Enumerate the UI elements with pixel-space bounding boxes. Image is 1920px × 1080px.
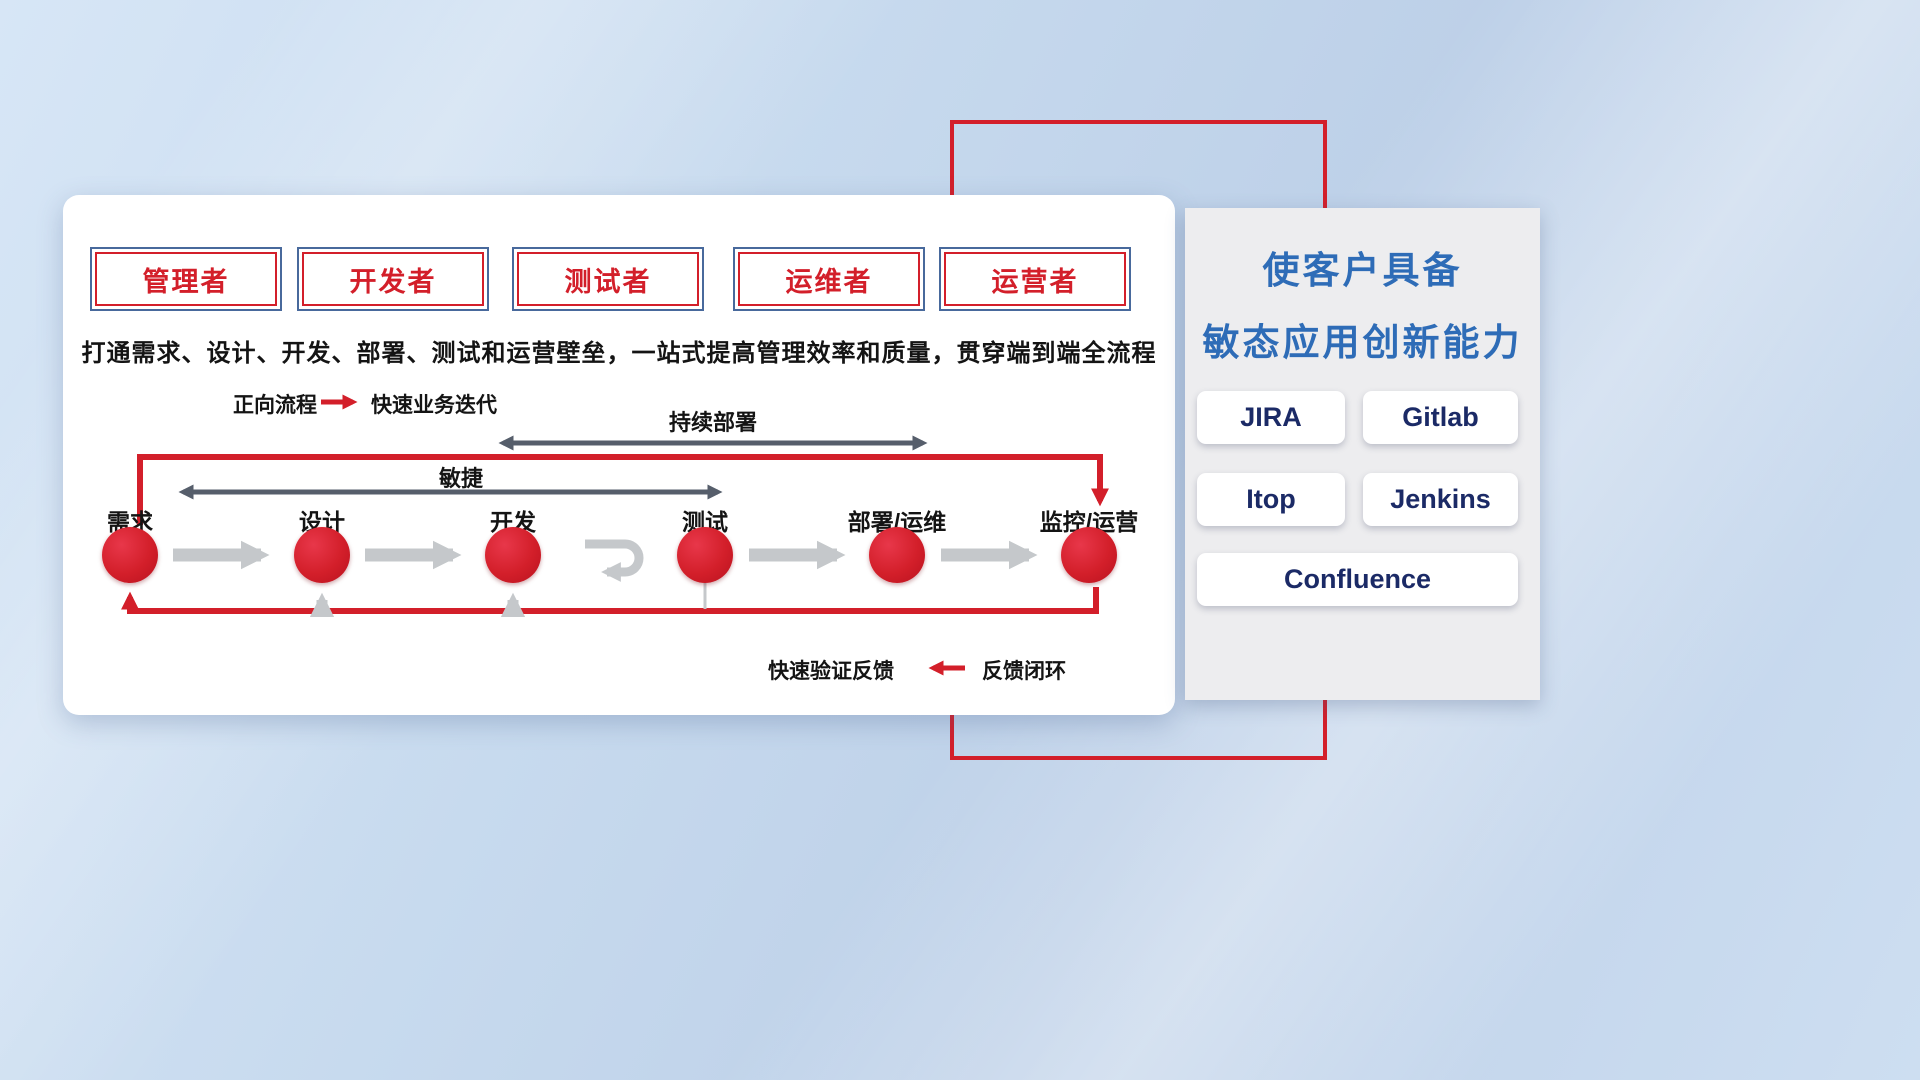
stage-node-design [294,527,350,583]
role-label: 开发者 [349,266,437,297]
tool-badge-jenkins: Jenkins [1363,473,1518,526]
role-label: 运营者 [991,266,1079,297]
role-label: 运维者 [785,266,873,297]
role-box-operator: 运营者 [939,247,1131,311]
role-box-developer: 开发者 [297,247,489,311]
forward-loop-arrow [137,454,1109,525]
tool-badge-gitlab: Gitlab [1363,391,1518,444]
capability-title-line1: 使客户具备 [1262,250,1463,291]
tool-badge-confluence: Confluence [1197,553,1518,606]
tool-badge-itop: Itop [1197,473,1345,526]
stage-node-test [677,527,733,583]
flow-artwork [121,394,1109,676]
legend-forward-label: 正向流程 [233,394,317,417]
role-box-tester: 测试者 [512,247,704,311]
legend-forward-desc: 快速业务迭代 [371,394,497,417]
devops-flow-panel: 管理者 开发者 测试者 运维者 运营者 打通需求、设计、开发、部署、测试和运营壁… [63,195,1175,715]
legend-feedback-label: 快速验证反馈 [768,660,894,683]
role-box-manager: 管理者 [90,247,282,311]
stage-node-requirements [102,527,158,583]
role-label: 管理者 [142,266,230,297]
panel-subtitle: 打通需求、设计、开发、部署、测试和运营壁垒，一站式提高管理效率和质量，贯穿端到端… [81,340,1157,367]
legend-feedback-desc: 反馈闭环 [982,660,1066,683]
stage-node-develop [485,527,541,583]
stage-node-deploy-ops [869,527,925,583]
role-label: 测试者 [564,266,652,297]
role-box-ops: 运维者 [733,247,925,311]
capability-title-line2: 敏态应用创新能力 [1202,322,1523,363]
continuous-deploy-label: 持续部署 [668,410,758,435]
agile-label: 敏捷 [438,466,484,491]
stage-node-monitor-ops [1061,527,1117,583]
tool-badge-jira: JIRA [1197,391,1345,444]
iteration-uturn-icon [585,539,644,582]
feedback-loop-arrow [121,587,1099,614]
capability-panel: 使客户具备 敏态应用创新能力 JIRA Gitlab Itop Jenkins … [1185,208,1540,700]
